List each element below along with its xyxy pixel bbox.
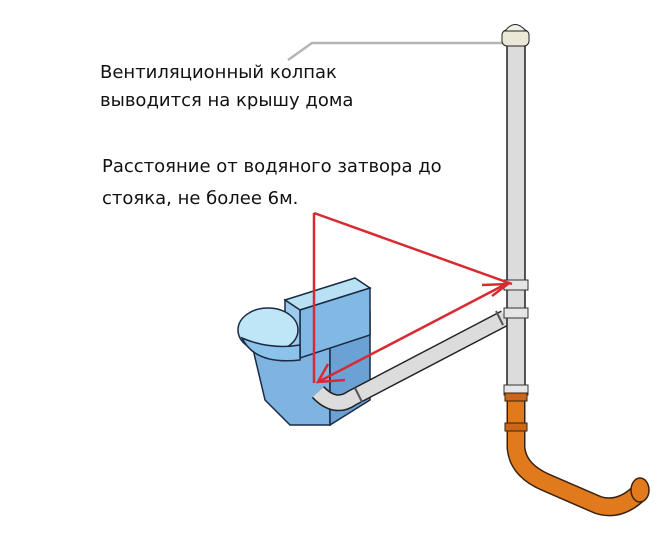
sewer-pipe-orange (504, 392, 650, 517)
vent-cap-label-line1: Вентиляционный колпак (100, 62, 337, 83)
vent-cap-leader-line (287, 41, 506, 62)
distance-label-line2: стояка, не более 6м. (102, 188, 299, 209)
drain-pipe (311, 310, 509, 412)
vent-cap-label-line2: выводится на крышу дома (100, 90, 354, 111)
distance-label-line1: Расстояние от водяного затвора до (102, 156, 442, 177)
vent-cap-icon (501, 24, 530, 47)
vent-stack (501, 24, 530, 396)
distance-annotation (312, 211, 513, 384)
